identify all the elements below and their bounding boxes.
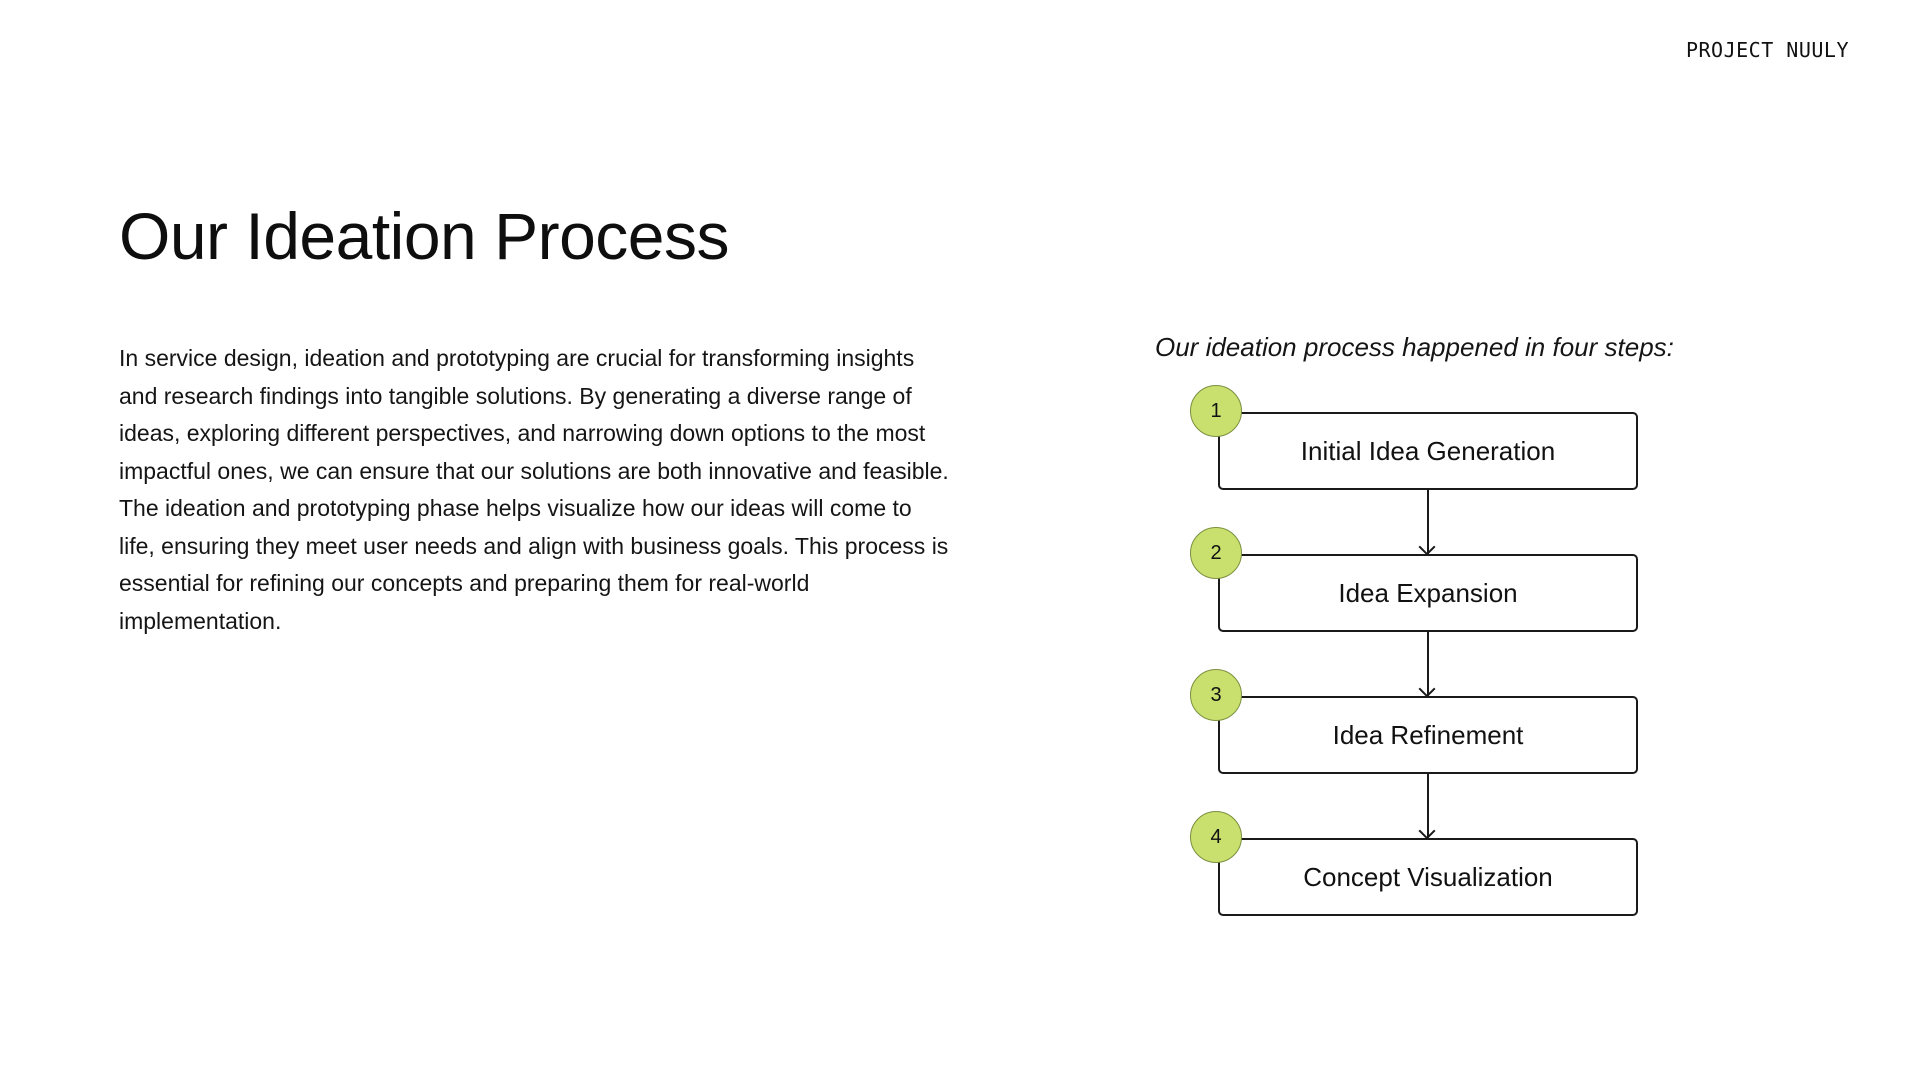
step-box-2: Idea Expansion <box>1218 554 1638 632</box>
page-title: Our Ideation Process <box>119 199 729 273</box>
step-number-badge-4: 4 <box>1190 811 1242 863</box>
arrow-down-icon <box>1427 490 1429 554</box>
project-label: PROJECT NUULY <box>1685 38 1849 62</box>
steps-caption: Our ideation process happened in four st… <box>1155 332 1674 362</box>
arrow-down-icon <box>1427 632 1429 696</box>
step-number-badge-2: 2 <box>1190 527 1242 579</box>
step-box-1: Initial Idea Generation <box>1218 412 1638 490</box>
step-box-4: Concept Visualization <box>1218 838 1638 916</box>
step-label-4: Concept Visualization <box>1303 861 1553 892</box>
step-number-badge-1: 1 <box>1190 385 1242 437</box>
intro-paragraph: In service design, ideation and prototyp… <box>119 345 949 634</box>
step-number-badge-3: 3 <box>1190 669 1242 721</box>
step-label-3: Idea Refinement <box>1332 719 1524 750</box>
step-box-3: Idea Refinement <box>1218 696 1638 774</box>
process-flow-diagram: Initial Idea Generation 1 Idea Expansion… <box>1180 385 1660 925</box>
step-label-1: Initial Idea Generation <box>1300 435 1556 466</box>
step-label-2: Idea Expansion <box>1338 577 1518 608</box>
arrow-down-icon <box>1427 774 1429 838</box>
